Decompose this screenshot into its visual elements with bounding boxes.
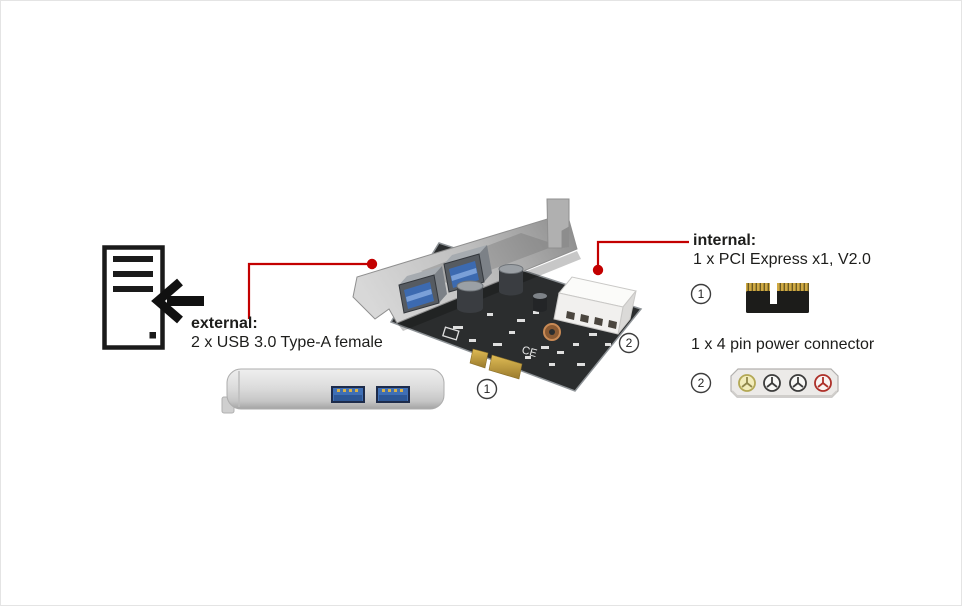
svg-text:2: 2 — [626, 336, 633, 350]
callout-circle-pcie-legend: 1 — [690, 283, 712, 305]
pcie-card-illustration: CE — [352, 198, 643, 400]
svg-text:1: 1 — [484, 382, 491, 396]
power-pin-3 — [789, 374, 807, 392]
molex-connector-3d — [553, 276, 637, 335]
usb-port-front-1 — [331, 386, 365, 403]
bracket-tab-slot — [562, 227, 569, 248]
usb-port-3d-1 — [398, 266, 447, 314]
external-label: external: 2 x USB 3.0 Type-A female — [191, 314, 383, 352]
power-connector-image — [730, 368, 839, 398]
power-pin-2 — [763, 374, 781, 392]
external-callout-dot — [366, 258, 378, 270]
card-edge-connector — [469, 348, 523, 380]
power-button — [149, 332, 156, 339]
callout-circle-power-legend: 2 — [690, 372, 712, 394]
svg-text:1: 1 — [698, 287, 705, 301]
internal-callout-dot — [592, 264, 604, 276]
internal-callout-line — [592, 240, 689, 276]
key-notch — [770, 282, 777, 304]
molex-pin-slots — [566, 311, 617, 329]
capacitor-1 — [456, 280, 484, 313]
bracket-front-view — [221, 368, 445, 414]
callout-circle-pcie-card: 1 — [476, 378, 498, 400]
coil — [543, 323, 561, 341]
callout-circle-power-card: 2 — [618, 332, 640, 354]
usb-port-front-2 — [376, 386, 410, 403]
connector-body — [746, 291, 809, 313]
insert-arrow-icon — [151, 278, 204, 324]
bracket-shadow — [397, 251, 581, 331]
capacitor-2 — [498, 264, 524, 296]
computer-case-icon — [102, 245, 204, 350]
drive-bay-lines — [113, 256, 153, 292]
case-body — [102, 245, 165, 350]
pcie-connector-image — [746, 282, 809, 313]
ce-mark: CE — [520, 344, 538, 360]
internal-title: internal: — [693, 232, 757, 249]
internal-label: internal: 1 x PCI Express x1, V2.0 — [693, 231, 871, 269]
power-pin-4 — [814, 374, 832, 392]
power-label: 1 x 4 pin power connector — [691, 335, 874, 354]
external-callout-line — [247, 258, 378, 319]
power-pin-1 — [738, 374, 756, 392]
external-desc: 2 x USB 3.0 Type-A female — [191, 334, 383, 351]
svg-text:2: 2 — [698, 376, 705, 390]
gold-fingers — [746, 283, 809, 292]
external-title: external: — [191, 315, 258, 332]
internal-desc: 1 x PCI Express x1, V2.0 — [693, 251, 871, 268]
capacitor-3 — [533, 293, 547, 312]
power-desc: 1 x 4 pin power connector — [691, 336, 875, 353]
